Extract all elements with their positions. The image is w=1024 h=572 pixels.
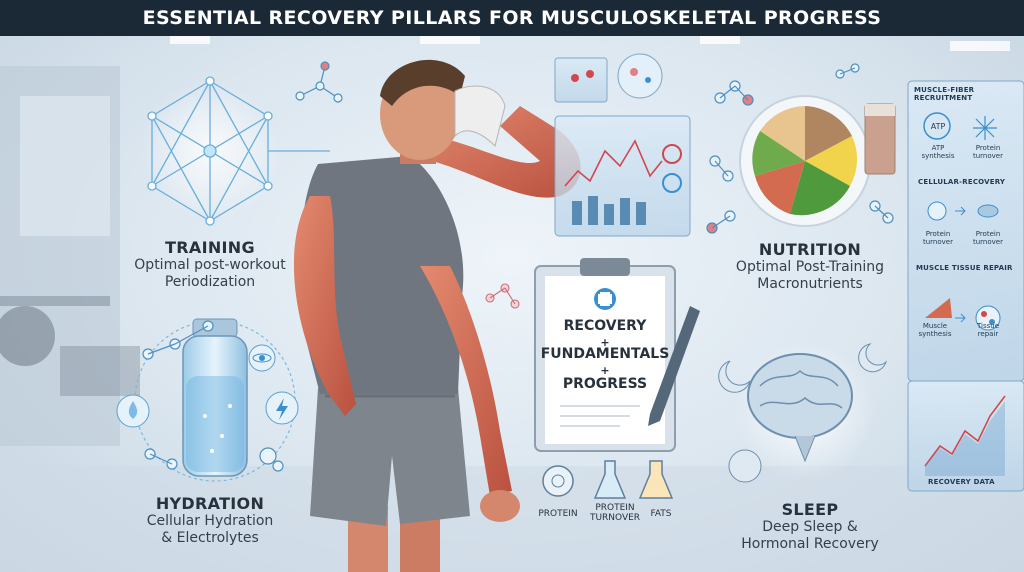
hydration-line-2: & Electrolytes xyxy=(161,530,259,546)
side-panel-s2-b: Protein turnover xyxy=(973,230,1003,246)
macro-label-protein-turnover: PROTEIN TURNOVER xyxy=(589,503,641,523)
brain-icon xyxy=(735,341,875,481)
atom-icon xyxy=(248,344,276,372)
water-drop-icon xyxy=(116,394,150,428)
water-bottle-icon xyxy=(134,318,296,482)
nutrition-heading: NUTRITION xyxy=(758,240,862,259)
side-panel-s1-a: ATP synthesis xyxy=(921,144,955,160)
sleep-line-2: Hormonal Recovery xyxy=(741,536,879,552)
side-panel xyxy=(907,80,1024,492)
nutrition-line-1: Optimal Post-Training xyxy=(735,259,885,275)
network-icon xyxy=(140,76,330,226)
athlete-illustration xyxy=(293,59,581,572)
molecule-icon xyxy=(706,63,894,234)
lightning-icon xyxy=(265,391,299,425)
macro-label-fats: FATS xyxy=(650,509,672,519)
clipboard-illustration xyxy=(534,258,700,452)
petri-dish-icon xyxy=(554,53,663,103)
clipboard-line-1: RECOVERY xyxy=(563,318,647,334)
food-plate-illustration xyxy=(739,95,896,227)
side-panel-section-4-title: RECOVERY DATA xyxy=(928,478,995,486)
nutrition-pillar: NUTRITION Optimal Post-Training Macronut… xyxy=(720,240,900,293)
molecule-icon xyxy=(142,320,284,472)
side-panel-s3-a: Muscle synthesis xyxy=(918,322,952,338)
side-panel-section-1-title: MUSCLE-FIBER RECRUITMENT xyxy=(914,86,975,102)
moon-icon xyxy=(718,343,888,483)
atp-icon-text: ATP xyxy=(930,122,946,131)
monitor-screen xyxy=(554,115,691,237)
sleep-heading: SLEEP xyxy=(781,500,839,519)
side-panel-s3-b: Tissue repair xyxy=(976,322,1000,338)
training-pillar: TRAINING Optimal post-workout Periodizat… xyxy=(120,238,300,291)
gear-molecule-icon xyxy=(542,465,574,497)
clipboard-line-2: FUNDAMENTALS xyxy=(540,346,670,362)
clipboard-line-3: PROGRESS xyxy=(562,376,648,392)
page-title: ESSENTIAL RECOVERY PILLARS FOR MUSCULOSK… xyxy=(142,7,882,29)
molecule-icon xyxy=(485,283,520,309)
hydration-line-1: Cellular Hydration xyxy=(146,513,274,529)
training-heading: TRAINING xyxy=(165,238,255,257)
sleep-line-1: Deep Sleep & xyxy=(762,519,858,535)
nutrition-line-2: Macronutrients xyxy=(757,276,863,292)
training-line-2: Periodization xyxy=(164,274,256,290)
beaker-icon xyxy=(638,460,674,499)
flask-icon xyxy=(593,460,627,499)
clipboard-plus-2: + xyxy=(600,364,610,377)
sleep-pillar: SLEEP Deep Sleep & Hormonal Recovery xyxy=(720,500,900,553)
clipboard-plus-1: + xyxy=(600,336,610,349)
side-panel-s2-a: Protein turnover xyxy=(923,230,953,246)
background-illustration xyxy=(0,36,1024,572)
macro-label-protein: PROTEIN xyxy=(538,509,578,519)
side-panel-s1-b: Protein turnover xyxy=(973,144,1003,160)
hydration-pillar: HYDRATION Cellular Hydration & Electroly… xyxy=(120,494,300,547)
title-bar: ESSENTIAL RECOVERY PILLARS FOR MUSCULOSK… xyxy=(0,0,1024,36)
molecule-icon xyxy=(295,61,343,103)
side-panel-section-2-title: CELLULAR-RECOVERY xyxy=(918,178,1006,186)
side-panel-section-3-title: MUSCLE TISSUE REPAIR xyxy=(916,264,1013,272)
hydration-heading: HYDRATION xyxy=(155,494,265,513)
training-line-1: Optimal post-workout xyxy=(134,257,286,273)
